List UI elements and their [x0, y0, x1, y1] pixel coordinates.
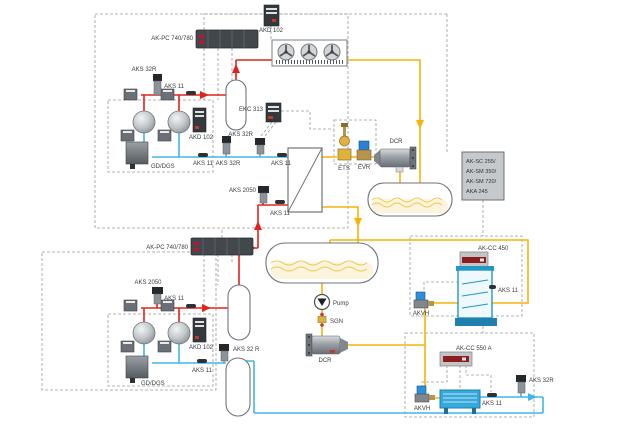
ets-expansion-valve	[337, 123, 352, 161]
receiver-lower	[265, 242, 379, 284]
aks2050-sensor-hx	[258, 186, 269, 204]
label-aks11-discharge-lower: AKS 11	[164, 296, 185, 302]
compressor-icon	[167, 110, 191, 134]
aks32r-sensor-suction-lower	[219, 344, 229, 362]
label-aks11-discharge-upper: AKS 11	[164, 84, 185, 90]
label-akpc-lower: AK-PC 740/780	[146, 245, 188, 251]
akcc450-controller	[459, 251, 489, 268]
label-aks32r-discharge-upper: AKS 32R	[132, 67, 157, 73]
label-aks11-case: AKS 11	[498, 288, 519, 294]
oil-separator-upper	[225, 79, 247, 131]
aks32r-sensor-evap-return	[516, 375, 526, 394]
label-system-manager-4: AKA 245	[466, 189, 488, 195]
label-aks2050-hx: AKS 2050	[229, 188, 257, 194]
label-akvh-evap: AKVH	[414, 406, 430, 412]
pack-controller-lower	[190, 237, 254, 256]
aks11-sensor-hx-suction	[277, 153, 287, 157]
label-akd102-rack-upper: AKD 102	[189, 135, 214, 141]
fan-icon	[323, 43, 341, 61]
label-gddgs-lower: GD/DGS	[141, 381, 165, 387]
label-dcr-upper: DCR	[390, 139, 404, 145]
label-aks2050-discharge-lower: AKS 2050	[134, 280, 162, 286]
aks11-sensor-hx-discharge	[275, 200, 285, 204]
compressor-icon	[167, 321, 191, 345]
condenser	[271, 39, 348, 67]
flow-arrows	[200, 64, 537, 401]
label-akcc450: AK-CC 450	[478, 246, 509, 252]
label-aks11-hx-discharge: AKS 11	[270, 211, 291, 217]
display-case	[455, 266, 497, 326]
label-akd102-condenser: AKD 102	[259, 28, 284, 34]
dcr-filter-drier-upper	[374, 146, 417, 173]
aks32r-sensor-discharge-upper	[153, 74, 162, 96]
cascade-heat-exchanger	[287, 147, 323, 213]
label-aks32r-ekc: AKS 32R	[228, 132, 253, 138]
label-system-manager-3: AK-SM 720/	[466, 179, 497, 185]
diagram-labels: AK-PC 740/780 AKD 102 AKS 32R AKS 11 AKD…	[132, 28, 555, 412]
compressor-icon	[132, 321, 156, 345]
label-aks32r-suction-lower: AKS 32 R	[233, 347, 260, 353]
label-akpc-upper: AK-PC 740/780	[151, 36, 193, 42]
fan-icon	[300, 43, 318, 61]
evr-solenoid-valve	[356, 140, 372, 161]
aks11-sensor-discharge-upper	[186, 91, 196, 95]
label-akvh-case: AKVH	[413, 311, 429, 317]
pack-controller-upper	[195, 29, 259, 49]
label-ets: ETS	[338, 166, 350, 172]
gas-detector-upper-icon	[125, 141, 149, 165]
label-akcc550: AK-CC 550 A	[456, 346, 492, 352]
aks11-sensor-discharge-lower	[186, 304, 196, 308]
label-sgn: SGN	[330, 319, 343, 325]
compressor-rack-lower	[120, 299, 207, 383]
aks11-sensor-suction-lower	[197, 359, 207, 363]
control-network-lines	[41, 13, 535, 418]
aks2050-sensor-discharge-lower	[152, 287, 163, 305]
sgn-sight-glass	[317, 312, 327, 327]
suction-lines	[143, 133, 544, 414]
label-gddgs-upper: GD/DGS	[151, 164, 175, 170]
akcc550-controller	[439, 351, 473, 367]
dcr-filter-drier-lower	[305, 333, 348, 357]
compressor-rack-upper	[120, 88, 207, 169]
aks11-sensor-evap	[487, 393, 497, 397]
label-evr: EVR	[358, 165, 371, 171]
label-aks11-hx-suction: AKS 11	[271, 161, 292, 167]
ekc313-controller	[265, 102, 282, 123]
aks32r-sensor-suction-upper	[222, 136, 231, 155]
suction-accumulator	[225, 357, 251, 417]
label-aks11-evap: AKS 11	[482, 401, 503, 407]
evaporator	[439, 389, 481, 414]
gas-detector-lower-icon	[125, 355, 149, 379]
receiver-upper	[367, 182, 453, 217]
aks11-sensor-suction-upper	[198, 153, 208, 157]
compressor-icon	[132, 110, 156, 134]
label-aks11-suction-upper: AKS 11	[193, 161, 214, 167]
label-aks11-suction-lower: AKS 11	[192, 368, 213, 374]
oil-separator-lower	[227, 284, 251, 341]
label-aks32r-suction-upper: AKS 32R	[216, 161, 241, 167]
akvh-valve-evap	[414, 385, 435, 403]
label-akd102-rack-lower: AKD 102	[189, 345, 214, 351]
aks32r-sensor-ekc	[255, 138, 265, 155]
label-aks32r-evap-return: AKS 32R	[529, 378, 554, 384]
label-dcr-lower: DCR	[319, 358, 333, 364]
aks11-sensor-case	[489, 285, 496, 289]
label-system-manager-1: AK-SC 255/	[466, 159, 496, 165]
fan-icon	[277, 43, 295, 61]
label-pump: Pump	[333, 301, 349, 307]
akd102-condenser-drive	[263, 4, 280, 27]
label-ekc313: EKC 313	[239, 107, 264, 113]
liquid-lines	[321, 59, 529, 399]
label-system-manager-2: AK-SM 350/	[466, 169, 497, 175]
akvh-valve-case	[413, 291, 434, 309]
pump	[313, 293, 331, 311]
system-manager-box	[461, 151, 505, 201]
